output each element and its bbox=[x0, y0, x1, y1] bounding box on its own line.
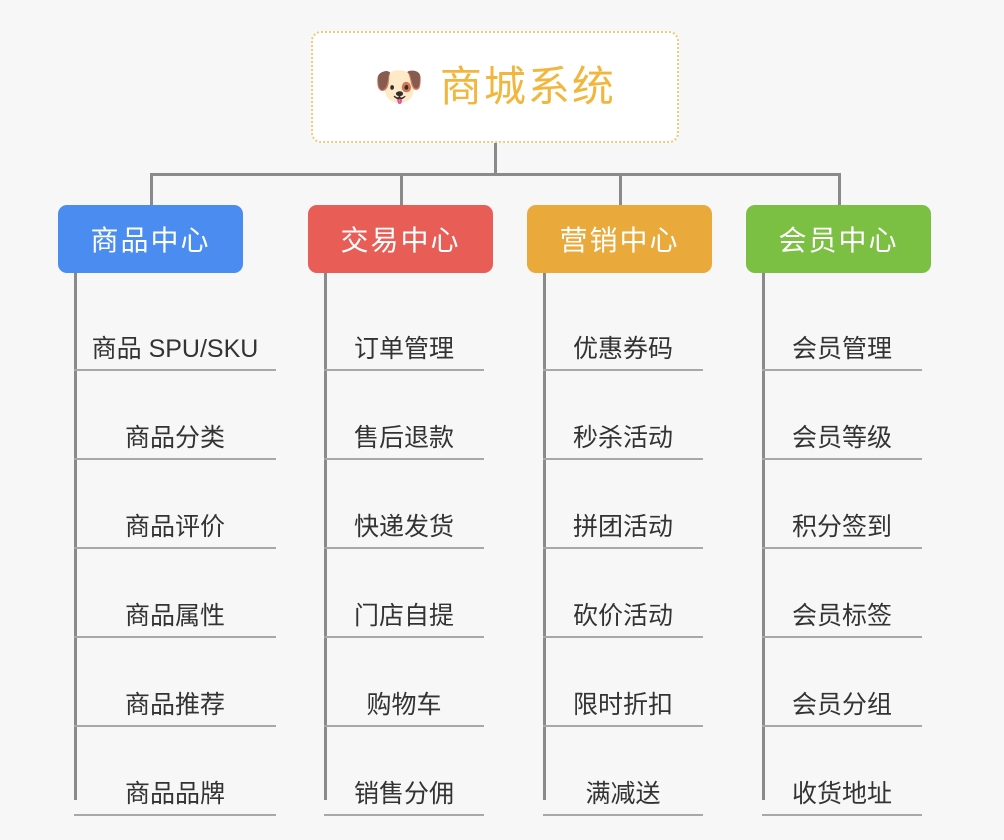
leaf-item[interactable]: 商品推荐 bbox=[74, 638, 276, 727]
leaf-item[interactable]: 限时折扣 bbox=[543, 638, 703, 727]
leaf-item[interactable]: 商品品牌 bbox=[74, 727, 276, 816]
leaf-item[interactable]: 商品评价 bbox=[74, 460, 276, 549]
leaf-item-label: 商品推荐 bbox=[124, 690, 225, 719]
leaf-item[interactable]: 商品分类 bbox=[74, 371, 276, 460]
leaf-item-label: 会员分组 bbox=[791, 690, 892, 719]
leaf-item-label: 砍价活动 bbox=[572, 601, 673, 630]
category-spine-product-center bbox=[74, 273, 77, 800]
leaf-item[interactable]: 快递发货 bbox=[324, 460, 484, 549]
leaf-item[interactable]: 收货地址 bbox=[762, 727, 922, 816]
category-label: 交易中心 bbox=[340, 225, 461, 256]
connector-bus bbox=[150, 173, 838, 176]
leaf-item-label: 门店自提 bbox=[353, 601, 454, 630]
leaf-item-label: 限时折扣 bbox=[572, 690, 673, 719]
leaf-item[interactable]: 秒杀活动 bbox=[543, 371, 703, 460]
category-label: 会员中心 bbox=[778, 225, 899, 256]
category-drop-marketing-center bbox=[619, 173, 622, 205]
category-drop-product-center bbox=[150, 173, 153, 205]
leaf-item-label: 订单管理 bbox=[353, 334, 454, 363]
leaf-item-label: 满减送 bbox=[585, 779, 661, 808]
category-box-member-center[interactable]: 会员中心 bbox=[746, 205, 931, 273]
leaf-item-label: 收货地址 bbox=[791, 779, 892, 808]
leaf-item[interactable]: 满减送 bbox=[543, 727, 703, 816]
leaf-item[interactable]: 积分签到 bbox=[762, 460, 922, 549]
root-title: 商城系统 bbox=[439, 63, 616, 110]
leaf-item-label: 商品 SPU/SKU bbox=[91, 334, 259, 363]
category-box-marketing-center[interactable]: 营销中心 bbox=[527, 205, 712, 273]
category-box-product-center[interactable]: 商品中心 bbox=[58, 205, 243, 273]
leaf-item[interactable]: 商品 SPU/SKU bbox=[74, 282, 276, 371]
leaf-item[interactable]: 购物车 bbox=[324, 638, 484, 727]
leaf-item-label: 快递发货 bbox=[353, 512, 454, 541]
leaf-item-label: 会员等级 bbox=[791, 423, 892, 452]
leaf-item-label: 商品属性 bbox=[124, 601, 225, 630]
leaf-item-label: 购物车 bbox=[366, 690, 442, 719]
category-drop-member-center bbox=[838, 173, 841, 205]
leaf-item-label: 优惠券码 bbox=[572, 334, 673, 363]
category-spine-trade-center bbox=[324, 273, 327, 800]
leaf-item-label: 秒杀活动 bbox=[572, 423, 673, 452]
root-node[interactable]: 🐶 商城系统 bbox=[311, 31, 679, 143]
category-drop-trade-center bbox=[400, 173, 403, 205]
leaf-item[interactable]: 销售分佣 bbox=[324, 727, 484, 816]
leaf-item[interactable]: 门店自提 bbox=[324, 549, 484, 638]
leaf-item[interactable]: 订单管理 bbox=[324, 282, 484, 371]
leaf-item[interactable]: 砍价活动 bbox=[543, 549, 703, 638]
leaf-item[interactable]: 会员等级 bbox=[762, 371, 922, 460]
leaf-item-label: 销售分佣 bbox=[353, 779, 454, 808]
leaf-item[interactable]: 会员分组 bbox=[762, 638, 922, 727]
category-spine-marketing-center bbox=[543, 273, 546, 800]
shiba-dog-face-icon: 🐶 bbox=[374, 64, 424, 110]
root-connector-stub bbox=[494, 143, 497, 176]
category-spine-member-center bbox=[762, 273, 765, 800]
leaf-item-label: 商品分类 bbox=[124, 423, 225, 452]
leaf-item[interactable]: 会员管理 bbox=[762, 282, 922, 371]
leaf-item[interactable]: 优惠券码 bbox=[543, 282, 703, 371]
category-box-trade-center[interactable]: 交易中心 bbox=[308, 205, 493, 273]
leaf-item[interactable]: 会员标签 bbox=[762, 549, 922, 638]
leaf-item-label: 商品品牌 bbox=[124, 779, 225, 808]
leaf-item-label: 商品评价 bbox=[124, 512, 225, 541]
leaf-item-label: 积分签到 bbox=[791, 512, 892, 541]
leaf-item-label: 售后退款 bbox=[353, 423, 454, 452]
category-label: 商品中心 bbox=[90, 225, 211, 256]
leaf-item-label: 会员管理 bbox=[791, 334, 892, 363]
leaf-item-label: 拼团活动 bbox=[572, 512, 673, 541]
leaf-item[interactable]: 售后退款 bbox=[324, 371, 484, 460]
leaf-item[interactable]: 商品属性 bbox=[74, 549, 276, 638]
category-label: 营销中心 bbox=[559, 225, 680, 256]
leaf-item-label: 会员标签 bbox=[791, 601, 892, 630]
leaf-item[interactable]: 拼团活动 bbox=[543, 460, 703, 549]
